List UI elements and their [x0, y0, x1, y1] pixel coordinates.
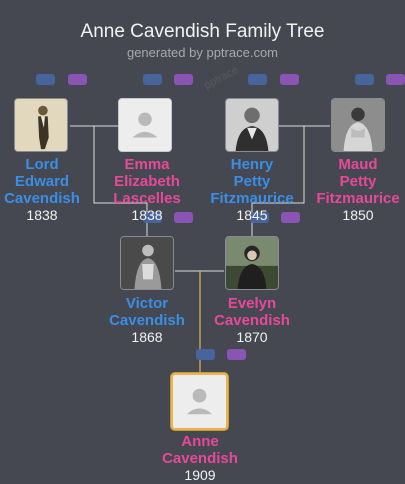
- person-card-lord-edward[interactable]: Lord Edward Cavendish 1838: [0, 156, 92, 224]
- birth-year: 1870: [236, 329, 268, 345]
- victor-portrait-photo[interactable]: [120, 236, 174, 290]
- mother-link-button[interactable]: [227, 349, 246, 360]
- tree-header: Anne Cavendish Family Tree generated by …: [0, 20, 405, 61]
- birth-year: 1838: [131, 207, 163, 223]
- mother-link-button[interactable]: [281, 212, 300, 223]
- henry-portrait-photo[interactable]: [225, 98, 279, 152]
- person-card-victor[interactable]: Victor Cavendish 1868: [97, 295, 197, 346]
- page-title: Anne Cavendish Family Tree: [80, 21, 325, 42]
- person-name: Henry Petty Fitzmaurice: [210, 156, 294, 207]
- father-link-button[interactable]: [250, 212, 269, 223]
- person-card-henry[interactable]: Henry Petty Fitzmaurice 1845: [202, 156, 302, 224]
- birth-year: 1850: [342, 207, 374, 223]
- person-name: Anne Cavendish: [162, 433, 238, 467]
- birth-year: 1868: [131, 329, 163, 345]
- mother-link-button[interactable]: [280, 74, 299, 85]
- person-card-evelyn[interactable]: Evelyn Cavendish 1870: [202, 295, 302, 346]
- person-card-anne[interactable]: Anne Cavendish 1909: [150, 433, 250, 484]
- father-link-button[interactable]: [196, 349, 215, 360]
- father-link-button[interactable]: [355, 74, 374, 85]
- person-name: Victor Cavendish: [109, 295, 185, 329]
- person-name: Lord Edward Cavendish: [4, 156, 80, 207]
- birth-year: 1909: [184, 467, 216, 483]
- birth-year: 1838: [26, 207, 58, 223]
- maud-portrait-photo[interactable]: [331, 98, 385, 152]
- father-link-button[interactable]: [248, 74, 267, 85]
- birth-year: 1845: [236, 207, 268, 223]
- person-card-emma[interactable]: Emma Elizabeth Lascelles 1838: [97, 156, 197, 224]
- person-name: Maud Petty Fitzmaurice: [316, 156, 400, 207]
- anne-placeholder-avatar-icon[interactable]: [171, 373, 228, 430]
- mother-link-button[interactable]: [386, 74, 405, 85]
- lord-edward-portrait-photo[interactable]: [14, 98, 68, 152]
- person-name: Emma Elizabeth Lascelles: [113, 156, 181, 207]
- father-link-button[interactable]: [143, 74, 162, 85]
- generator-credit: generated by pptrace.com: [126, 45, 279, 60]
- evelyn-portrait-photo[interactable]: [225, 236, 279, 290]
- father-link-button[interactable]: [36, 74, 55, 85]
- mother-link-button[interactable]: [68, 74, 87, 85]
- father-link-button[interactable]: [143, 212, 162, 223]
- mother-link-button[interactable]: [174, 212, 193, 223]
- mother-link-button[interactable]: [174, 74, 193, 85]
- emma-placeholder-avatar-icon[interactable]: [118, 98, 172, 152]
- person-name: Evelyn Cavendish: [214, 295, 290, 329]
- person-card-maud[interactable]: Maud Petty Fitzmaurice 1850: [308, 156, 405, 224]
